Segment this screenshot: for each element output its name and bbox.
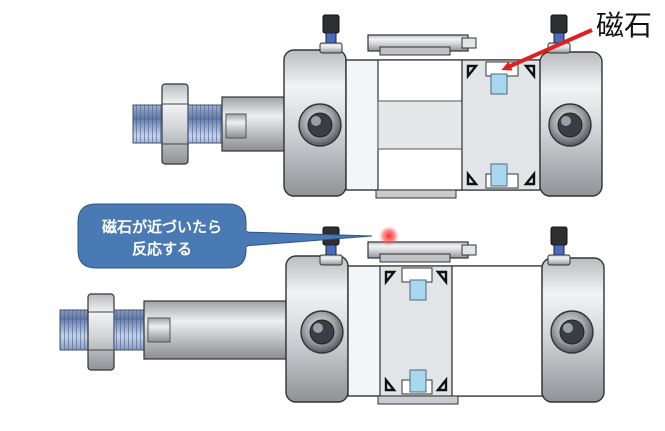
magnet-arrow <box>501 28 593 71</box>
piston-rod-top <box>221 96 285 152</box>
sensor-switch-top <box>367 34 477 56</box>
callout-line-2: 反応する <box>131 240 192 258</box>
magnet-label: 磁石 <box>596 9 653 42</box>
piston-bottom <box>379 265 453 397</box>
magnet-bottom-upper <box>409 279 427 301</box>
hex-nut-top <box>161 83 189 165</box>
callout-bubble <box>77 203 373 269</box>
bolt-left-top <box>319 14 343 54</box>
thread-bottom <box>59 309 91 351</box>
bolt-left-bottom <box>319 226 343 266</box>
hex-nut-bottom <box>87 293 115 371</box>
magnet-bottom-lower <box>409 369 427 393</box>
magnet-top-lower <box>490 163 508 187</box>
cylinder-bottom <box>59 226 605 405</box>
bolt-right-top <box>547 14 571 54</box>
callout-text: 磁石が近づいたら 反応する <box>78 207 246 269</box>
cylinder-top <box>132 14 603 199</box>
piston-top <box>461 59 541 191</box>
magnet-top-upper <box>490 73 508 95</box>
thread-top <box>132 104 164 144</box>
sensor-switch-bottom <box>367 241 477 263</box>
bolt-right-bottom <box>547 226 571 266</box>
callout-line-1: 磁石が近づいたら <box>101 218 222 236</box>
sensor-indicator-glow <box>379 226 399 246</box>
